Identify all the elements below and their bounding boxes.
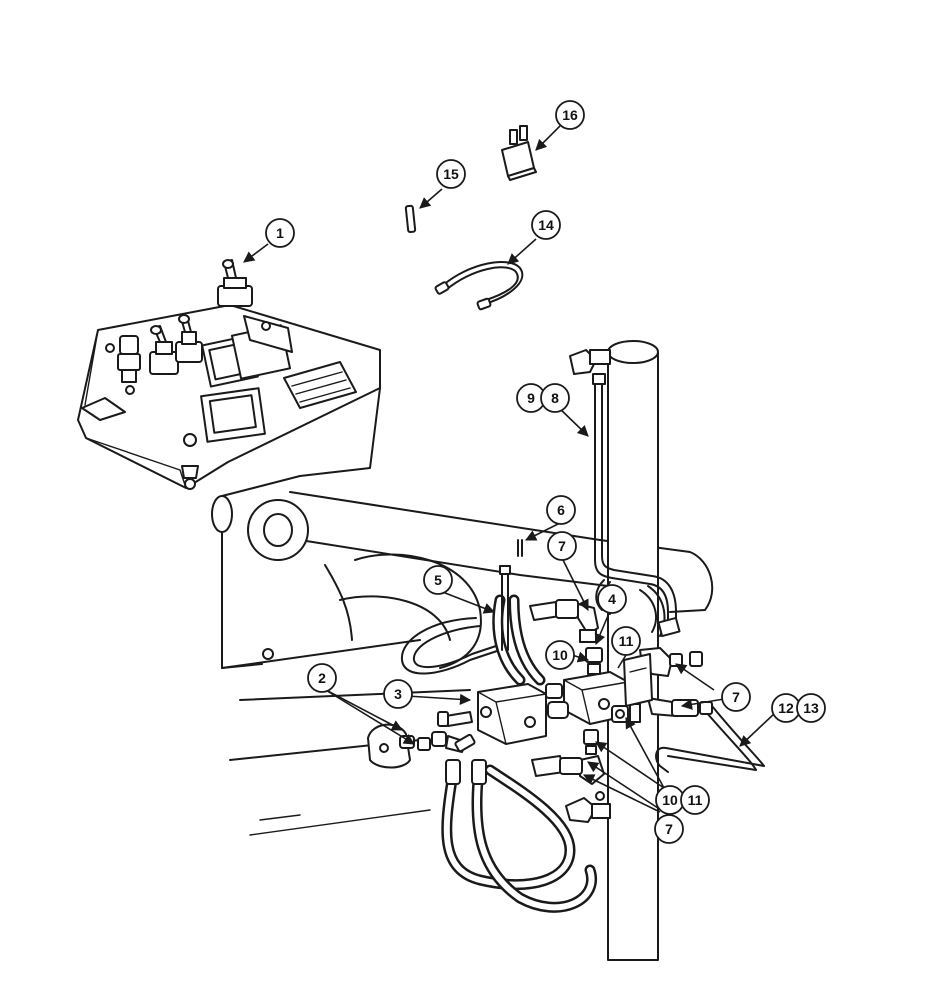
callout-12: 12 [771, 693, 801, 723]
callout-10-lower-label: 10 [662, 792, 678, 808]
callout-1: 1 [265, 218, 295, 248]
callout-13-label: 13 [803, 700, 819, 716]
callout-9-label: 9 [527, 390, 535, 406]
callout-10-lower: 10 [655, 785, 685, 815]
callout-16: 16 [555, 100, 585, 130]
toggle-switch-assembly [105, 259, 253, 383]
hose-5 [400, 617, 503, 675]
callout-4: 4 [597, 584, 627, 614]
callout-2-label: 2 [318, 670, 326, 686]
callout-15-label: 15 [443, 166, 459, 182]
callout-8: 8 [540, 383, 570, 413]
callout-11-upper: 11 [611, 626, 641, 656]
callout-7-right: 7 [721, 682, 751, 712]
callout-12-label: 12 [778, 700, 794, 716]
upper-tube-lines [569, 349, 681, 638]
callout-6-label: 6 [557, 502, 565, 518]
callout-11-upper-label: 11 [619, 633, 634, 649]
pin-6 [517, 539, 523, 557]
callout-7-upper: 7 [547, 531, 577, 561]
hose-assembly-14 [434, 261, 524, 311]
callout-16-label: 16 [562, 107, 578, 123]
valve-block-3 [477, 683, 547, 745]
callout-11-lower: 11 [680, 785, 710, 815]
callout-1-label: 1 [276, 225, 284, 241]
callout-7-right-label: 7 [732, 689, 740, 705]
callout-5: 5 [423, 565, 453, 595]
callout-10-upper: 10 [545, 640, 575, 670]
center-tube [499, 565, 511, 651]
callout-15: 15 [436, 159, 466, 189]
control-panel [77, 259, 381, 490]
callout-6: 6 [546, 495, 576, 525]
callout-3-label: 3 [394, 686, 402, 702]
callout-10-upper-label: 10 [552, 647, 568, 663]
callout-7-lower-label: 7 [665, 821, 673, 837]
vertical-column [607, 340, 659, 961]
callout-2: 2 [307, 663, 337, 693]
leader-lines [243, 125, 777, 813]
callout-7-upper-label: 7 [558, 538, 566, 554]
callout-7-lower: 7 [654, 814, 684, 844]
lower-hoses [441, 594, 597, 913]
callout-14-label: 14 [538, 217, 554, 233]
callout-13: 13 [796, 693, 826, 723]
callout-3: 3 [383, 679, 413, 709]
callout-5-label: 5 [434, 572, 442, 588]
pin-15 [404, 204, 417, 234]
callout-11-lower-label: 11 [688, 792, 703, 808]
callout-14: 14 [531, 210, 561, 240]
machine-frame [211, 387, 714, 836]
callout-4-label: 4 [608, 591, 616, 607]
relay-16 [501, 125, 537, 181]
tube-12-13 [655, 701, 765, 773]
callout-8-label: 8 [551, 390, 559, 406]
solenoid-valve [623, 653, 653, 707]
